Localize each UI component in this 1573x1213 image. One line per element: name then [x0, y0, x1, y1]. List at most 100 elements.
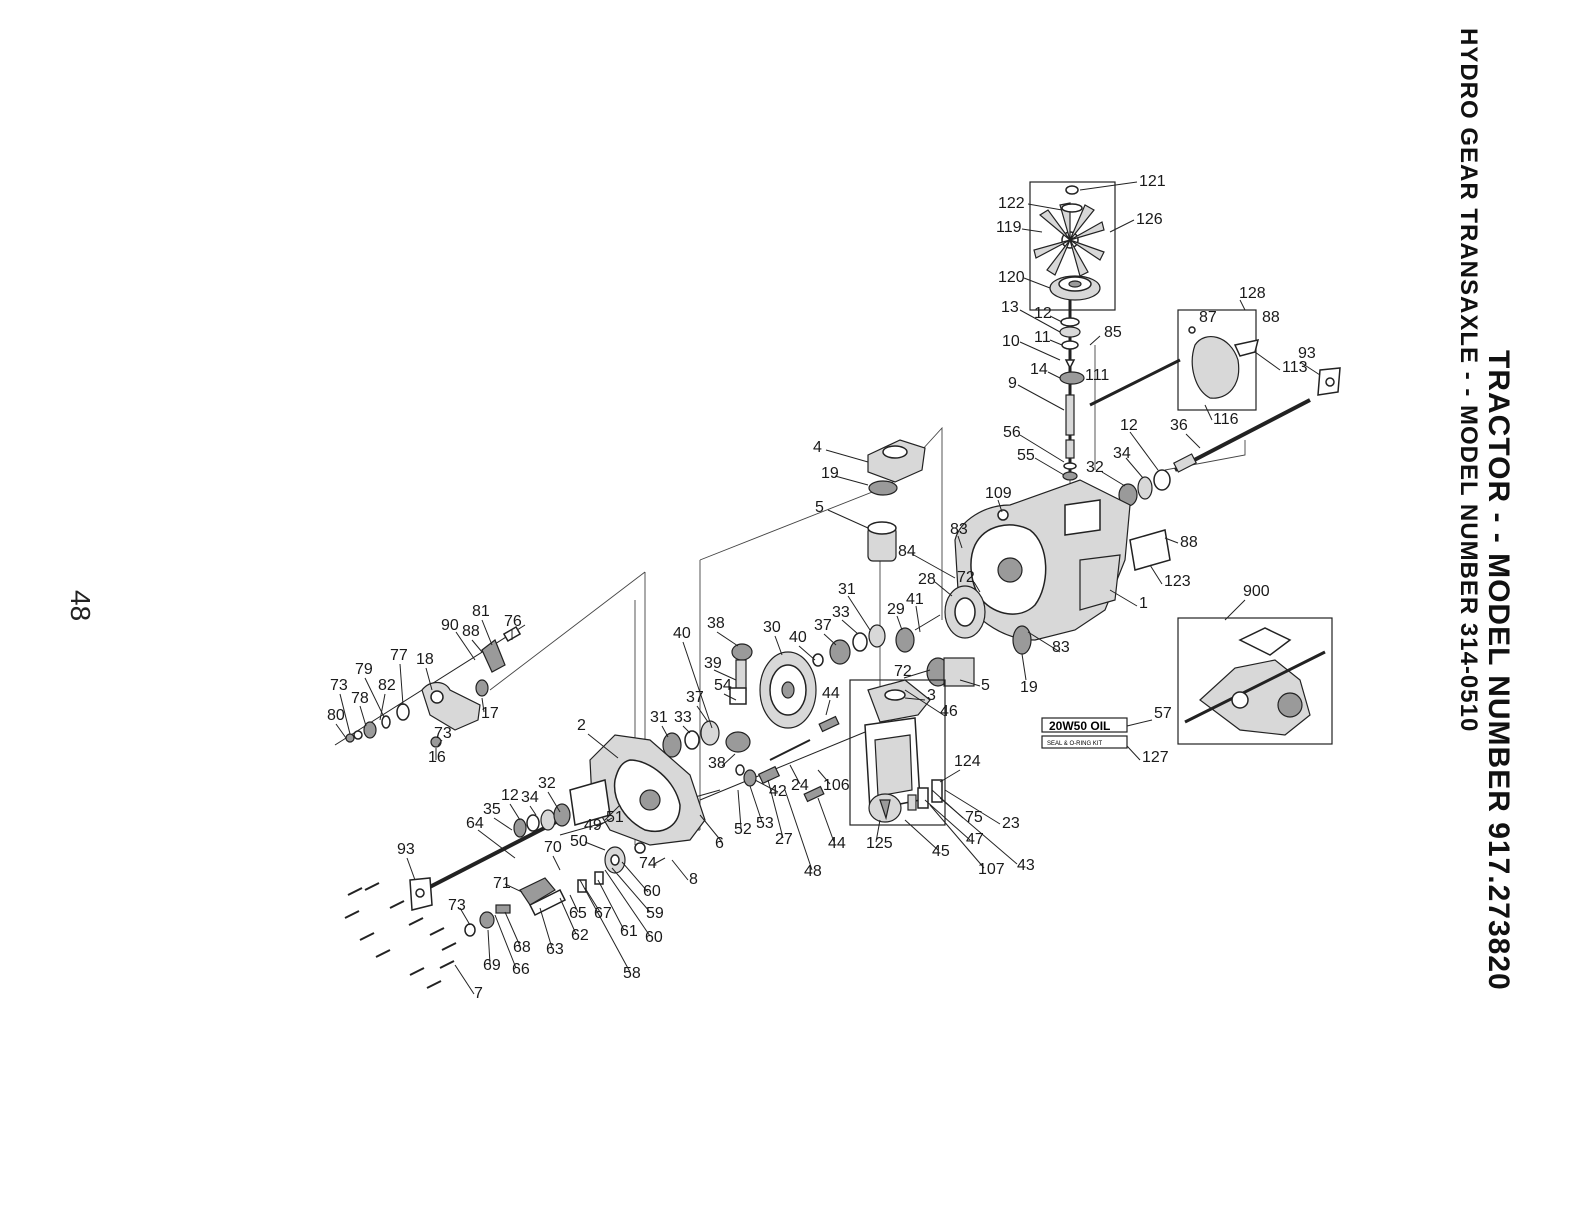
part-callout-19: 19: [821, 465, 839, 482]
part-callout-37: 37: [686, 689, 704, 706]
part-callout-12: 12: [1034, 305, 1052, 322]
part-callout-87: 87: [1199, 309, 1217, 326]
part-callout-90: 90: [441, 617, 459, 634]
part-callout-36: 36: [1170, 417, 1188, 434]
part-callout-28: 28: [918, 571, 936, 588]
valves-23-43-75: [907, 779, 943, 811]
part-callout-62: 62: [571, 927, 589, 944]
part-callout-67: 67: [594, 905, 612, 922]
part-callout-123: 123: [1164, 573, 1191, 590]
left-axle-bearings: [513, 803, 571, 838]
part-callout-60: 60: [643, 883, 661, 900]
part-callout-46: 46: [940, 703, 958, 720]
part-callout-83: 83: [950, 521, 968, 538]
part-callout-32: 32: [538, 775, 556, 792]
part-callout-56: 56: [1003, 424, 1021, 441]
part-callout-59: 59: [646, 905, 664, 922]
part-callout-1: 1: [1139, 595, 1148, 612]
part-callout-69: 69: [483, 957, 501, 974]
main-housing-right: [954, 479, 1131, 641]
part-callout-5: 5: [981, 677, 990, 694]
part-callout-74: 74: [639, 855, 657, 872]
part-callout-39: 39: [704, 655, 722, 672]
part-callout-11: 11: [1034, 329, 1051, 346]
part-callout-13: 13: [1001, 299, 1019, 316]
gear-38-39-54: [725, 643, 753, 753]
part-callout-3: 3: [927, 687, 936, 704]
part-callout-61: 61: [620, 923, 638, 940]
part-callout-78: 78: [351, 690, 369, 707]
part-callout-34: 34: [1113, 445, 1131, 462]
part-callout-88: 88: [462, 623, 480, 640]
part-callout-23: 23: [1002, 815, 1020, 832]
part-callout-120: 120: [998, 269, 1025, 286]
large-gear-30: [759, 651, 817, 729]
part-callout-65: 65: [569, 905, 587, 922]
part-callout-2: 2: [577, 717, 586, 734]
part-callout-127: 127: [1142, 749, 1169, 766]
part-callout-8: 8: [689, 871, 698, 888]
part-callout-33: 33: [674, 709, 692, 726]
part-callout-40: 40: [789, 629, 807, 646]
part-callout-84: 84: [898, 543, 916, 560]
part-callout-113: 113: [1282, 359, 1308, 376]
part-callout-29: 29: [887, 601, 905, 618]
brake-arm-assembly: [345, 626, 522, 748]
right-axle-bearings: [1118, 453, 1197, 507]
part-callout-19: 19: [1020, 679, 1038, 696]
part-callout-52: 52: [734, 821, 752, 838]
part-callout-40: 40: [673, 625, 691, 642]
part-callout-44: 44: [822, 685, 840, 702]
part-callout-14: 14: [1030, 361, 1048, 378]
part-callout-109: 109: [985, 485, 1012, 502]
part-callout-38: 38: [708, 755, 726, 772]
part-callout-16: 16: [428, 749, 446, 766]
part-callout-51: 51: [606, 809, 624, 826]
shafts: [334, 295, 1311, 894]
pinion-29: [895, 614, 941, 653]
part-callout-47: 47: [966, 831, 984, 848]
oil-label-box: 20W50 OIL: [1041, 717, 1128, 733]
part-callout-43: 43: [1017, 857, 1035, 874]
part-callout-7: 7: [474, 985, 483, 1002]
part-callout-107: 107: [978, 861, 1005, 878]
part-callout-57: 57: [1154, 705, 1172, 722]
part-callout-75: 75: [965, 809, 983, 826]
part-callout-72: 72: [894, 663, 912, 680]
part-callout-10: 10: [1002, 333, 1020, 350]
part-callout-71: 71: [493, 875, 511, 892]
part-callout-42: 42: [769, 783, 787, 800]
part-callout-38: 38: [707, 615, 725, 632]
bolts-7: [344, 882, 457, 989]
part-callout-30: 30: [763, 619, 781, 636]
cooling-fan: [1033, 185, 1105, 277]
part-callout-93: 93: [397, 841, 415, 858]
part-callout-33: 33: [832, 604, 850, 621]
part-callout-77: 77: [390, 647, 408, 664]
seal-19-right: [1012, 625, 1032, 655]
fan-pulley-kit-box: [1029, 181, 1116, 311]
part-callout-66: 66: [512, 961, 530, 978]
part-callout-73: 73: [330, 677, 348, 694]
part-callout-64: 64: [466, 815, 484, 832]
part-callout-93: 93: [1298, 345, 1316, 362]
fan-shroud-kit-box: [1177, 309, 1257, 411]
part-callout-85: 85: [1104, 324, 1122, 341]
gear-31-33-37: [812, 624, 886, 667]
part-callout-63: 63: [546, 941, 564, 958]
gears-31-33-37-left: [662, 720, 720, 758]
disc-brake-assembly: [464, 846, 626, 937]
part-callout-73: 73: [434, 725, 452, 742]
part-callout-12: 12: [1120, 417, 1138, 434]
center-section: [864, 679, 931, 823]
part-callout-37: 37: [814, 617, 832, 634]
part-callout-68: 68: [513, 939, 531, 956]
assembled-view-inset: [1177, 617, 1333, 745]
part-callout-79: 79: [355, 661, 373, 678]
seal-kit-label: SEAL & O-RING KIT: [1047, 741, 1102, 747]
part-callout-60: 60: [645, 929, 663, 946]
part-callout-32: 32: [1086, 459, 1104, 476]
